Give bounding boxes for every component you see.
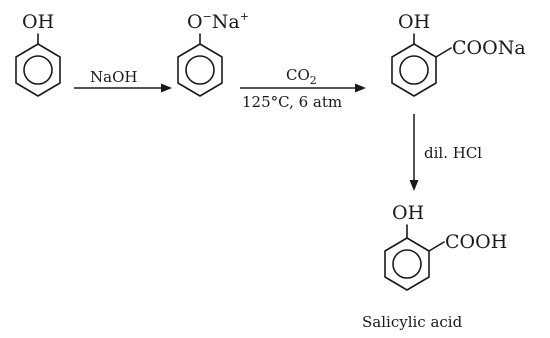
salicylate-coona-bond bbox=[435, 47, 452, 58]
step2-reagent-subscript: 2 bbox=[310, 74, 317, 87]
step3-arrow: dil. HCl bbox=[409, 114, 482, 191]
step2-arrow: CO2 125°C, 6 atm bbox=[240, 66, 366, 111]
step1-arrow-head bbox=[161, 83, 172, 93]
salicylate-oh-label: OH bbox=[398, 11, 430, 33]
salicylic-benzene-ring bbox=[384, 237, 430, 291]
phenol-aromatic-circle bbox=[23, 55, 53, 85]
salicylic-cooh-bond bbox=[428, 241, 445, 252]
step1-reagent: NaOH bbox=[90, 68, 137, 86]
salicylate-coona-label: COONa bbox=[452, 37, 526, 59]
salicylic-aromatic-circle bbox=[392, 249, 422, 279]
step3-arrow-head bbox=[409, 180, 419, 191]
step2-conditions: 125°C, 6 atm bbox=[242, 93, 342, 111]
phenoxide-aromatic-circle bbox=[185, 55, 215, 85]
step2-reagent: CO2 bbox=[286, 66, 317, 87]
phenoxide-na: Na bbox=[212, 11, 240, 33]
salicylic-cooh-label: COOH bbox=[445, 231, 507, 253]
phenoxide-minus: − bbox=[203, 10, 212, 23]
phenoxide-o: O bbox=[187, 11, 203, 33]
phenol-benzene-ring bbox=[15, 43, 61, 97]
sodium-phenoxide-molecule: O−Na+ bbox=[177, 10, 249, 97]
step3-reagent: dil. HCl bbox=[424, 144, 482, 162]
salicylate-aromatic-circle bbox=[399, 55, 429, 85]
step1-arrow: NaOH bbox=[74, 68, 172, 93]
salicylic-acid-name: Salicylic acid bbox=[362, 313, 463, 331]
salicylic-acid-molecule: OH COOH Salicylic acid bbox=[362, 202, 507, 331]
step2-reagent-co: CO bbox=[286, 66, 310, 84]
phenoxide-label: O−Na+ bbox=[187, 10, 249, 33]
phenoxide-benzene-ring bbox=[177, 43, 223, 97]
sodium-salicylate-molecule: OH COONa bbox=[391, 11, 526, 97]
phenol-oh-label: OH bbox=[22, 11, 54, 33]
step2-arrow-head bbox=[355, 83, 366, 93]
phenol-molecule: OH bbox=[15, 11, 61, 97]
phenoxide-plus: + bbox=[240, 10, 249, 23]
salicylic-oh-label: OH bbox=[392, 202, 424, 224]
salicylate-benzene-ring bbox=[391, 43, 437, 97]
